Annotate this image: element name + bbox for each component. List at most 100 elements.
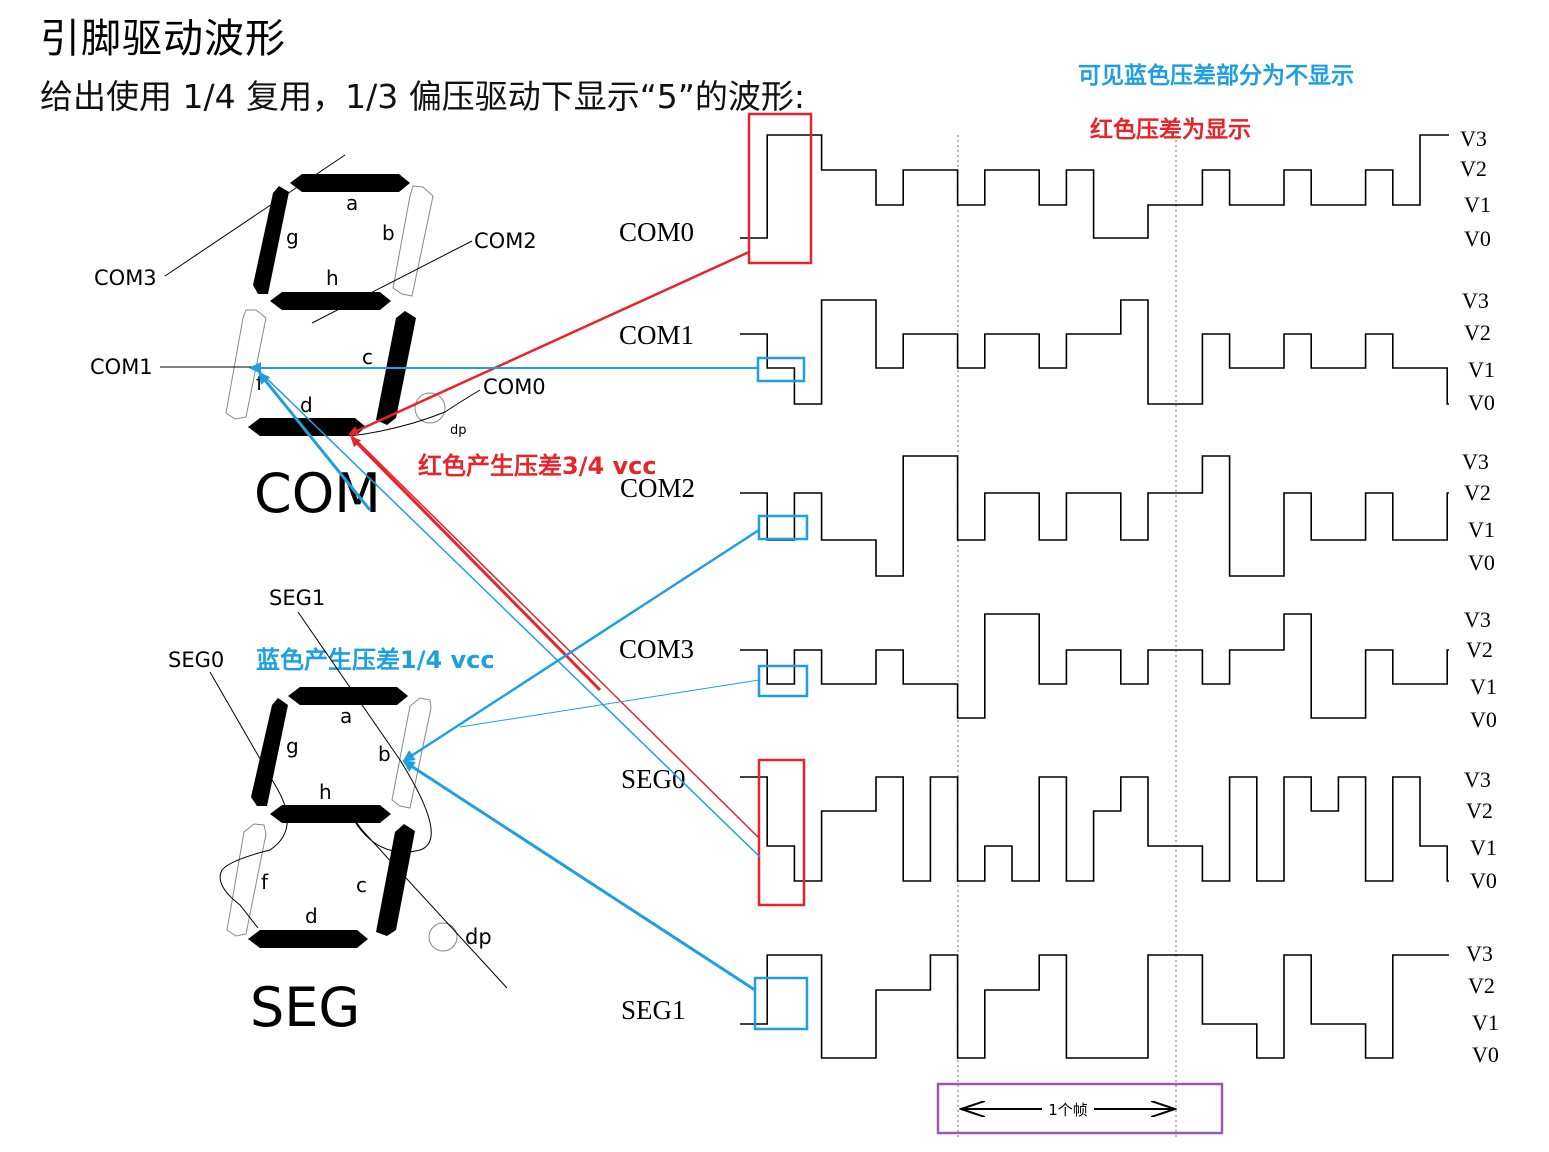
com-seg-c-label: c <box>362 345 373 369</box>
com3-level-v1: V1 <box>1470 674 1497 699</box>
com3-wire <box>164 154 346 277</box>
waveform-com3 <box>740 613 1449 719</box>
com-line-com2-label: COM2 <box>474 229 537 253</box>
frame-label: 1个帧 <box>1048 1101 1088 1119</box>
waveform-seg0 <box>740 776 1449 882</box>
seg1-level-v3: V3 <box>1466 941 1493 966</box>
seg-line-seg0-label: SEG0 <box>168 648 224 672</box>
wave-label-com3: COM3 <box>619 634 694 664</box>
com0-wire <box>349 389 481 437</box>
seg1-level-v2: V2 <box>1468 973 1495 998</box>
voltage-level-labels: V3 V2 V1 V0 V3 V2 V1 V0 V3 V2 V1 V0 V3 V… <box>1460 126 1499 1067</box>
com1-blue-highlight-box <box>756 356 806 383</box>
seg-seg-dp-label: dp <box>465 925 492 949</box>
wave-label-com1: COM1 <box>619 320 694 350</box>
wave-label-com2: COM2 <box>620 473 695 503</box>
waveform-row-labels: COM0 COM1 COM2 COM3 SEG0 SEG1 <box>619 217 695 1025</box>
seg1-blue-highlight-box <box>753 976 809 1031</box>
com0-level-v0: V0 <box>1464 226 1491 251</box>
seg-segment-f-outline <box>226 823 267 937</box>
waveform-com0 <box>740 134 1449 239</box>
com-segment-b-outline <box>392 185 434 297</box>
com-segment-dp-outline <box>414 392 446 424</box>
com2-level-v3: V3 <box>1462 449 1489 474</box>
com-seg-dp-label: dp <box>450 423 467 438</box>
com-segment-a <box>290 174 410 192</box>
com1-level-v1: V1 <box>1468 357 1495 382</box>
com-segment-h <box>270 292 391 310</box>
seg-seg-a-label: a <box>340 704 352 728</box>
com-seg-h-label: h <box>326 266 339 290</box>
com0-level-v3: V3 <box>1460 126 1487 151</box>
com-seg-a-label: a <box>346 191 358 215</box>
seg-segment-g <box>251 698 288 806</box>
wave-label-seg0: SEG0 <box>621 764 686 794</box>
seg1-level-v1: V1 <box>1472 1010 1499 1035</box>
com-seg-b-label: b <box>382 221 395 245</box>
seg-seg-g-label: g <box>286 734 299 758</box>
seg-caption: SEG <box>250 976 360 1039</box>
com-segment-g <box>253 186 289 294</box>
com3-level-v2: V2 <box>1466 637 1493 662</box>
waveform-com2 <box>740 455 1449 577</box>
com1-level-v0: V0 <box>1468 390 1495 415</box>
seg-seg-f-label: f <box>261 870 269 894</box>
com-digit: a b g h c f d dp COM3 COM2 COM1 COM0 COM <box>90 154 546 525</box>
blue-arrows <box>249 362 761 992</box>
seg-segment-a <box>288 687 408 705</box>
com3-level-v3: V3 <box>1464 607 1491 632</box>
com2-blue-highlight-box <box>757 514 809 541</box>
seg-segment-c <box>376 824 415 936</box>
red-voltage-diff-label: 红色产生压差3/4 vcc <box>418 452 657 480</box>
seg0-red-highlight-box <box>757 758 806 907</box>
com-line-com3-label: COM3 <box>94 266 157 290</box>
seg0-level-v1: V1 <box>1470 835 1497 860</box>
com0-level-v2: V2 <box>1460 156 1487 181</box>
com-segment-d <box>248 418 366 436</box>
seg-line-seg1-label: SEG1 <box>269 586 325 610</box>
com2-wire <box>311 240 473 324</box>
com-line-com0-label: COM0 <box>483 375 546 399</box>
com-line-com1-label: COM1 <box>90 355 153 379</box>
page-title: 引脚驱动波形 <box>40 16 286 62</box>
seg1-wire <box>297 611 508 989</box>
com1-level-v2: V2 <box>1464 320 1491 345</box>
com-segment-f-outline <box>225 309 267 420</box>
note-blue-no-display: 可见蓝色压差部分为不显示 <box>1078 63 1354 89</box>
seg-segment-d <box>248 930 368 948</box>
com-seg-d-label: d <box>300 393 313 417</box>
seg-seg-c-label: c <box>356 873 367 897</box>
waveform-seg1 <box>740 954 1449 1059</box>
seg-segment-dp-outline <box>428 922 458 952</box>
com1-level-v3: V3 <box>1462 288 1489 313</box>
seg0-wire <box>209 671 288 929</box>
seg-digit: a b g h f c d dp SEG1 SEG0 SEG <box>168 586 508 1039</box>
waveform-com1 <box>740 299 1449 405</box>
frame-box <box>936 1082 1224 1135</box>
seg-seg-d-label: d <box>305 904 318 928</box>
com-seg-g-label: g <box>286 225 299 249</box>
seg0-level-v2: V2 <box>1466 798 1493 823</box>
seg-seg-h-label: h <box>319 780 332 804</box>
seg-segment-b-outline <box>391 697 432 809</box>
com0-level-v1: V1 <box>1464 192 1491 217</box>
com2-level-v1: V1 <box>1468 517 1495 542</box>
seg0-level-v3: V3 <box>1464 767 1491 792</box>
blue-voltage-diff-label: 蓝色产生压差1/4 vcc <box>256 646 495 674</box>
red-arrows <box>348 250 760 839</box>
frame-bracket: 1个帧 <box>936 1082 1224 1135</box>
seg-seg-b-label: b <box>378 742 391 766</box>
wave-label-com0: COM0 <box>619 217 694 247</box>
note-red-display: 红色压差为显示 <box>1090 117 1251 143</box>
waveforms <box>740 134 1449 1059</box>
com2-level-v0: V0 <box>1468 550 1495 575</box>
com0-red-highlight-box <box>747 112 813 265</box>
seg1-level-v0: V0 <box>1472 1042 1499 1067</box>
com3-blue-highlight-box <box>757 664 809 698</box>
com-caption: COM <box>254 462 381 525</box>
page-subtitle: 给出使用 1/4 复用，1/3 偏压驱动下显示“5”的波形: <box>40 77 805 116</box>
wave-label-seg1: SEG1 <box>621 995 686 1025</box>
seg-segment-h <box>270 805 391 823</box>
com2-level-v2: V2 <box>1464 480 1491 505</box>
